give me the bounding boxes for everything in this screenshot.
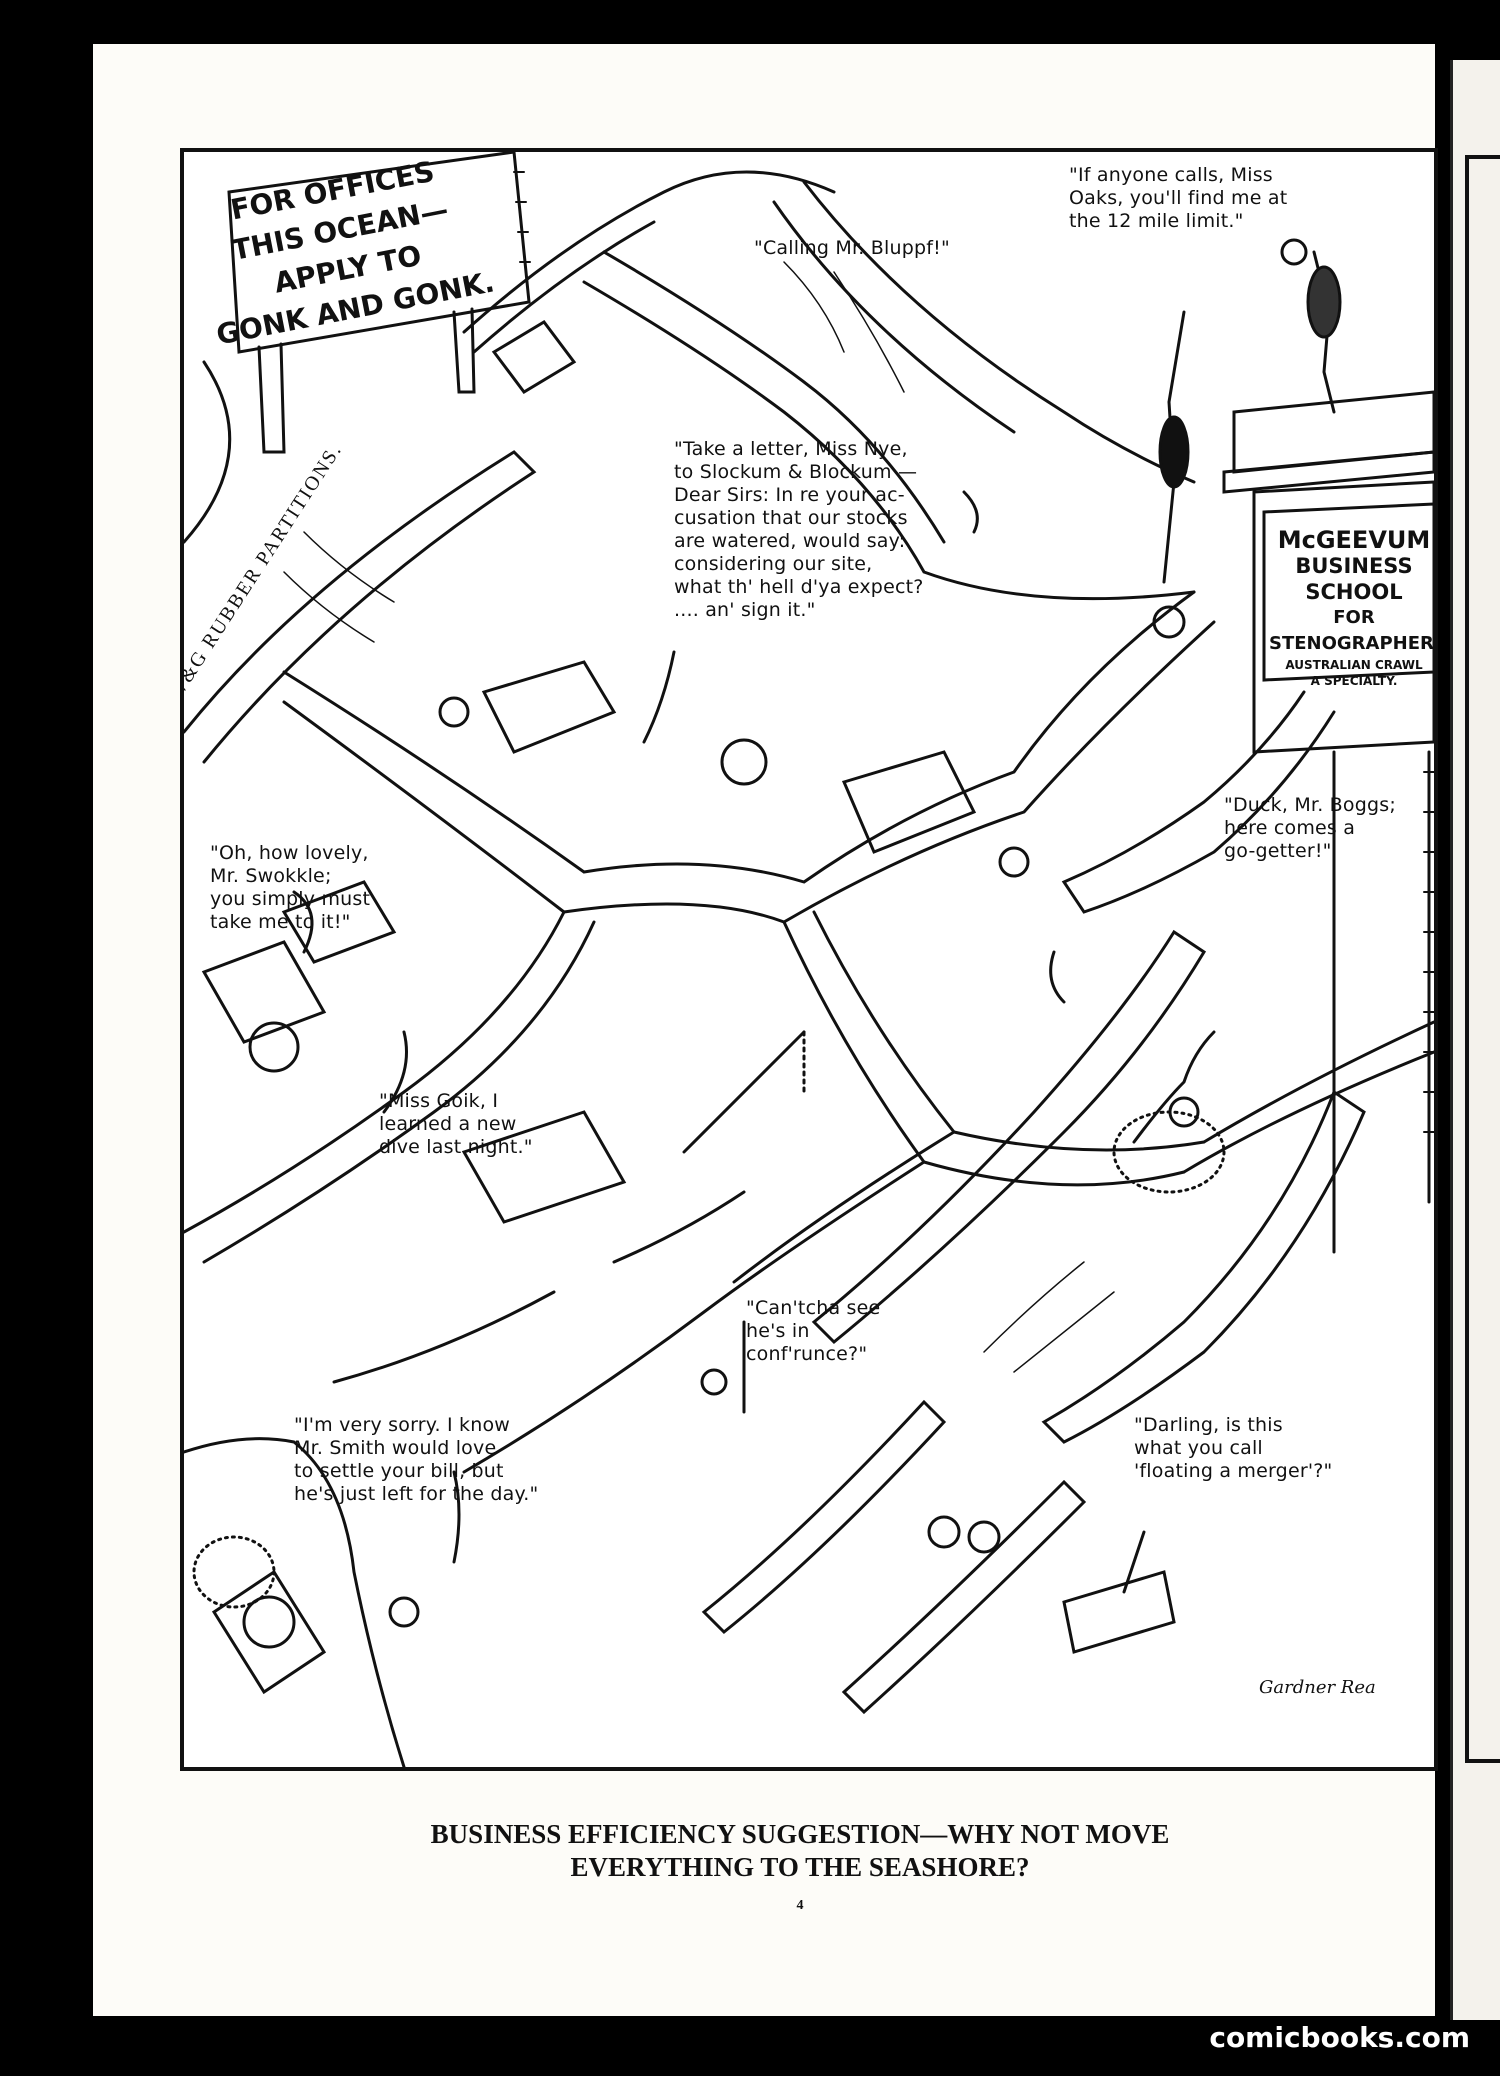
school-specialty-2: A SPECIALTY. [1310, 674, 1398, 688]
school-specialty-1: AUSTRALIAN CRAWL [1285, 658, 1423, 672]
cartoon-drawing [184, 152, 1434, 1767]
bather-head [438, 696, 470, 728]
cartoon-caption: BUSINESS EFFICIENCY SUGGESTION—WHY NOT M… [430, 1819, 1170, 1882]
fishing-rod [682, 1030, 806, 1154]
speech-oaks: "If anyone calls, Miss Oaks, you'll find… [1069, 164, 1288, 232]
speech-swokkle: "Oh, how lovely, Mr. Swokkle; you simply… [210, 842, 371, 933]
site-watermark: comicbooks.com [1209, 2021, 1470, 2054]
desk [201, 940, 327, 1044]
page-number: 4 [796, 1898, 804, 1913]
bather-head [388, 1596, 420, 1628]
sign-post-left [257, 342, 286, 454]
speech-goik: "Miss Goik, I learned a new dive last ni… [379, 1090, 533, 1158]
inner-tube [248, 1021, 300, 1073]
speech-conf: "Can'tcha see he's in conf'runce?" [746, 1297, 881, 1365]
cartoon-panel: FOR OFFICES THIS OCEAN— APPLY TO GONK AN… [180, 148, 1438, 1771]
artist-signature: Gardner Rea [1259, 1677, 1376, 1698]
desk [211, 1569, 327, 1695]
sign-post-right [452, 307, 476, 394]
school-subtitle: BUSINESS SCHOOL [1295, 554, 1413, 604]
school-building [1252, 480, 1434, 754]
school-name: McGEEVUM [1277, 526, 1431, 554]
desk [461, 1110, 627, 1224]
desk [481, 660, 617, 754]
speech-nye: "Take a letter, Miss Nye, to Slockum & B… [674, 438, 924, 621]
adjacent-page-edge [1450, 60, 1500, 2020]
speech-smith: "I'm very sorry. I know Mr. Smith would … [294, 1414, 539, 1505]
inner-tube [720, 738, 768, 786]
swimmer [1132, 1030, 1216, 1144]
diving-platform [1232, 390, 1434, 474]
speech-calling: "Calling Mr. Bluppf!" [754, 237, 950, 259]
speech-merger: "Darling, is this what you call 'floatin… [1134, 1414, 1333, 1482]
adjacent-page-frame [1465, 155, 1500, 1763]
school-course: FOR STENOGRAPHERS [1269, 607, 1438, 654]
inner-tube [242, 1595, 296, 1649]
desk [281, 880, 397, 964]
desk [841, 750, 977, 854]
bather-head [967, 1520, 1001, 1554]
bather-head [927, 1515, 961, 1549]
bather-head [998, 846, 1030, 878]
school-sign: McGEEVUM BUSINESS SCHOOL FOR STENOGRAPHE… [1269, 526, 1438, 689]
desk [1062, 1570, 1176, 1654]
sign-board [227, 152, 531, 354]
partition-wall-2 [811, 929, 1207, 1345]
speech-boggs: "Duck, Mr. Boggs; here comes a go-getter… [1224, 794, 1396, 862]
bather-head [700, 1368, 728, 1396]
partition-wall [184, 450, 537, 764]
